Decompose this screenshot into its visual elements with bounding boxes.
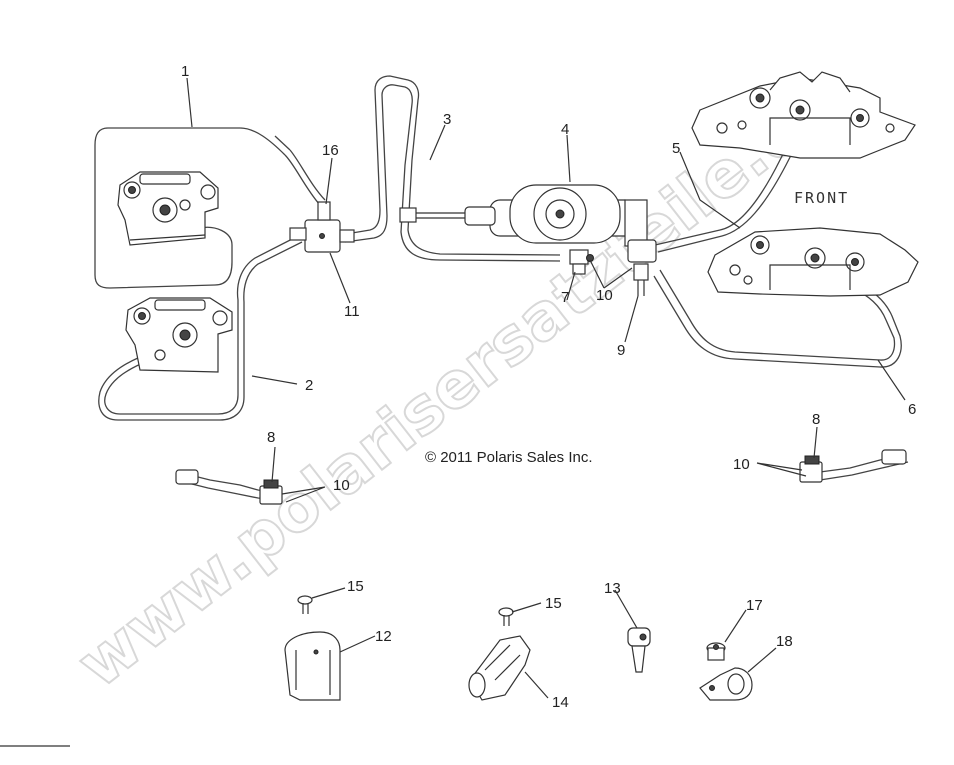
callout-2: 2 xyxy=(305,377,313,394)
callout-10-left: 10 xyxy=(333,477,350,494)
bolt-17 xyxy=(706,642,726,661)
banjo-fitting-left xyxy=(175,469,283,505)
caliper-rear-left-lower xyxy=(125,297,233,373)
screw-15-left xyxy=(297,595,313,614)
clamp-12 xyxy=(284,631,341,701)
hose-2 xyxy=(104,234,301,415)
callout-3: 3 xyxy=(443,111,451,128)
caliper-rear-left-upper xyxy=(117,171,219,246)
callout-14: 14 xyxy=(552,694,569,711)
hose-6 xyxy=(659,269,896,361)
banjo-fitting-right xyxy=(799,449,909,483)
callout-15-left: 15 xyxy=(347,578,364,595)
clamp-14 xyxy=(468,635,531,701)
hose-5 xyxy=(654,124,799,246)
callout-12: 12 xyxy=(375,628,392,645)
copyright-notice: © 2011 Polaris Sales Inc. xyxy=(425,449,593,466)
callout-10-right: 10 xyxy=(733,456,750,473)
callout-13: 13 xyxy=(604,580,621,597)
p-clamp-18 xyxy=(699,667,753,701)
callout-17: 17 xyxy=(746,597,763,614)
caliper-front-right-upper xyxy=(691,71,916,159)
hose-1 xyxy=(94,127,286,289)
callout-15-middle: 15 xyxy=(545,595,562,612)
callout-9: 9 xyxy=(617,342,625,359)
callout-4: 4 xyxy=(561,121,569,138)
callout-8-right: 8 xyxy=(812,411,820,428)
callout-16: 16 xyxy=(322,142,339,159)
callout-11: 11 xyxy=(344,303,360,320)
master-cylinder xyxy=(399,184,657,263)
hose-3 xyxy=(339,75,561,256)
callout-10-middle: 10 xyxy=(596,287,613,304)
push-rivet-13 xyxy=(627,627,651,673)
watermark: www.polarisersatzteile.de xyxy=(64,64,853,703)
fitting-7 xyxy=(569,249,594,275)
brake-switch xyxy=(633,263,649,296)
callout-8-left: 8 xyxy=(267,429,275,446)
leader-lines xyxy=(186,77,906,699)
callout-18: 18 xyxy=(776,633,793,650)
brake-tee-block xyxy=(289,201,355,253)
callout-1: 1 xyxy=(181,63,189,80)
callout-7: 7 xyxy=(561,289,569,306)
callout-6: 6 xyxy=(908,401,916,418)
callout-5: 5 xyxy=(672,140,680,157)
hose-1-inner xyxy=(284,154,321,206)
caliper-front-right-lower xyxy=(707,227,919,297)
screw-15-middle xyxy=(498,607,514,626)
front-label: FRONT xyxy=(794,189,849,207)
